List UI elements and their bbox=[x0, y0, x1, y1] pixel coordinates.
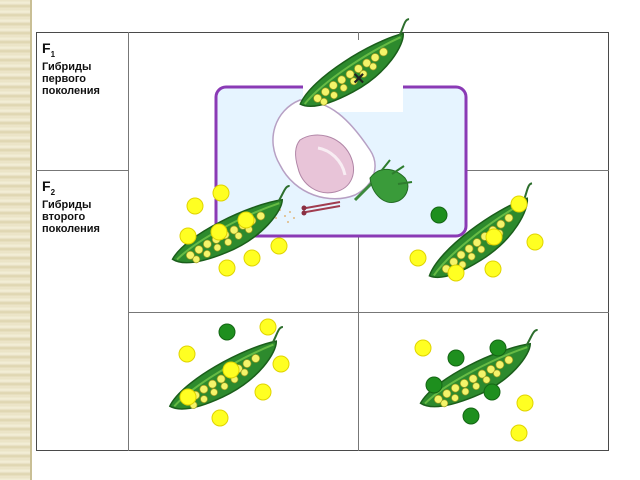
f1-label: F1 Гибриды первого поколения bbox=[42, 40, 100, 97]
f1-subscript: 1 bbox=[50, 49, 56, 59]
pea-flower-image bbox=[272, 99, 413, 223]
green-peas bbox=[218, 206, 507, 425]
punnett-table bbox=[36, 32, 609, 451]
f2-symbol: F bbox=[42, 178, 51, 194]
f2-subscript: 2 bbox=[50, 187, 56, 197]
cross-symbol: × bbox=[353, 68, 365, 90]
f2-description: Гибриды второго поколения bbox=[42, 198, 100, 235]
table-row-line-1 bbox=[36, 170, 128, 171]
f1-symbol: F bbox=[42, 40, 51, 56]
f2-label: F2 Гибриды второго поколения bbox=[42, 178, 100, 235]
spine-divider bbox=[30, 0, 32, 480]
notebook-spine bbox=[0, 0, 30, 480]
yellow-peas bbox=[178, 184, 544, 442]
table-col-line-1 bbox=[128, 32, 129, 451]
table-row-line-3 bbox=[128, 312, 609, 313]
table-col-line-2 bbox=[358, 32, 359, 451]
table-row-line-2 bbox=[358, 170, 609, 171]
f1-description: Гибриды первого поколения bbox=[42, 60, 100, 97]
